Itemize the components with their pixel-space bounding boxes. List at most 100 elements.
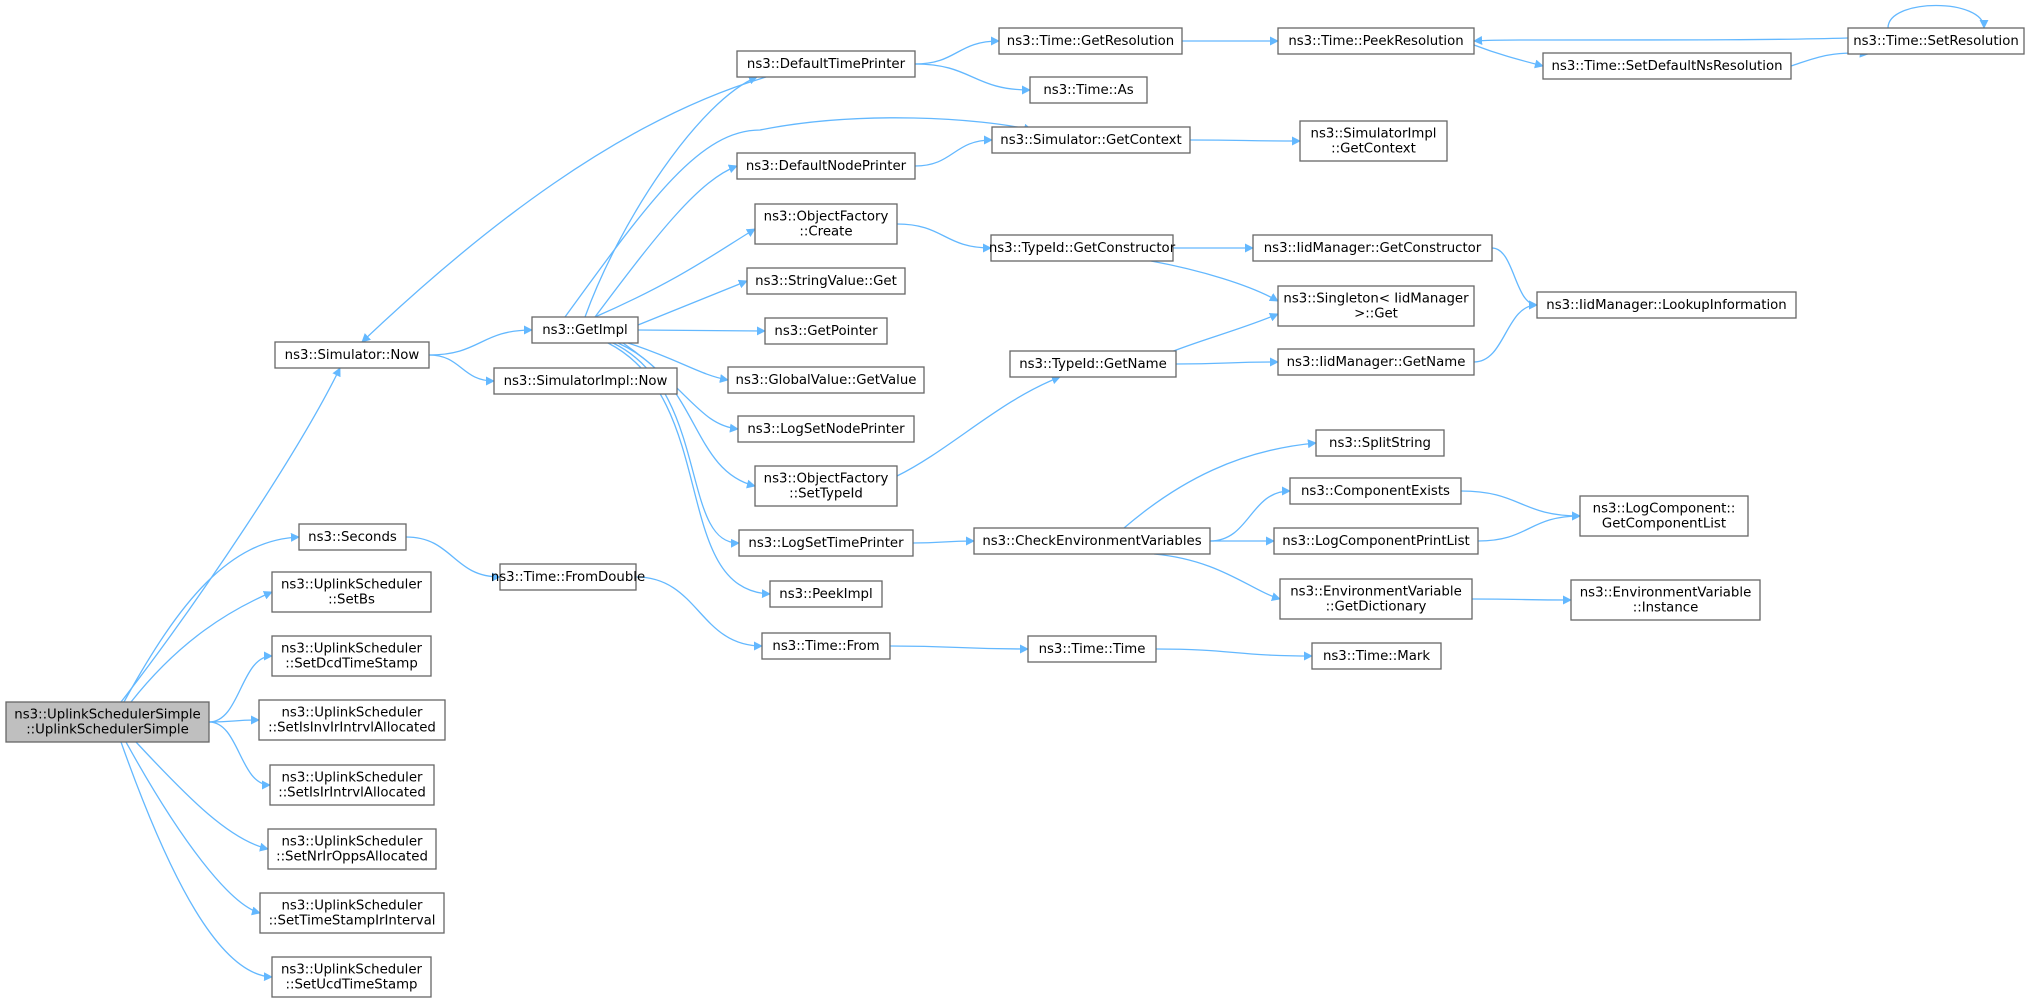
node-box <box>531 316 639 344</box>
node-iidGetName[interactable]: ns3::IidManager::GetName <box>1277 348 1475 376</box>
node-tidGetCtor[interactable]: ns3::TypeId::GetConstructor <box>989 234 1176 262</box>
node-getImpl[interactable]: ns3::GetImpl <box>531 316 639 344</box>
node-setBs[interactable]: ns3::UplinkScheduler::SetBs <box>271 571 432 613</box>
edge-root-to-setBs <box>130 591 273 703</box>
node-defTimePrinter[interactable]: ns3::DefaultTimePrinter <box>736 50 916 78</box>
node-checkEnv[interactable]: ns3::CheckEnvironmentVariables <box>973 527 1211 555</box>
node-label: ns3::GlobalValue::GetValue <box>736 373 917 388</box>
node-timeAs[interactable]: ns3::Time::As <box>1029 76 1148 104</box>
node-strGet[interactable]: ns3::StringValue::Get <box>746 267 906 295</box>
node-logSetTime[interactable]: ns3::LogSetTimePrinter <box>738 529 914 557</box>
node-label: ns3::GetPointer <box>774 324 878 339</box>
node-compExists[interactable]: ns3::ComponentExists <box>1289 477 1462 505</box>
node-box <box>1027 635 1157 663</box>
node-ofCreate[interactable]: ns3::ObjectFactory::Create <box>754 203 898 245</box>
node-label: ns3::UplinkScheduler <box>281 899 423 914</box>
edge-iidGetCtor-to-iidLookup <box>1491 247 1538 310</box>
node-label: ns3::DefaultNodePrinter <box>746 159 907 174</box>
node-label: ns3::TypeId::GetConstructor <box>989 241 1176 256</box>
node-label: ns3::Seconds <box>308 530 397 545</box>
edge-getImpl-to-defNodePrinter <box>594 164 738 318</box>
node-singleton[interactable]: ns3::Singleton< IidManager>::Get <box>1277 285 1475 327</box>
node-logCompGetList[interactable]: ns3::LogComponent::GetComponentList <box>1579 495 1749 537</box>
node-simImplGetCtx[interactable]: ns3::SimulatorImpl::GetContext <box>1299 120 1448 162</box>
node-label: ns3::UplinkScheduler <box>281 771 423 786</box>
node-logCompPrint[interactable]: ns3::LogComponentPrintList <box>1273 527 1479 555</box>
edge-root-to-seconds <box>123 532 300 703</box>
node-peekImpl[interactable]: ns3::PeekImpl <box>769 580 883 608</box>
node-label: ns3::IidManager::GetName <box>1287 355 1466 370</box>
node-label: ns3::EnvironmentVariable <box>1290 585 1462 600</box>
node-label: ns3::Time::SetDefaultNsResolution <box>1551 59 1782 74</box>
node-label: ns3::ComponentExists <box>1301 484 1450 499</box>
edge-setDefNs-to-setRes <box>1790 48 1869 67</box>
node-simNow[interactable]: ns3::Simulator::Now <box>274 341 430 369</box>
node-simImplNow[interactable]: ns3::SimulatorImpl::Now <box>493 367 678 395</box>
node-label: ns3::EnvironmentVariable <box>1580 586 1752 601</box>
node-getPointer[interactable]: ns3::GetPointer <box>764 317 888 345</box>
node-timeFrom[interactable]: ns3::Time::From <box>761 632 891 660</box>
node-box <box>499 563 637 591</box>
node-tidGetName[interactable]: ns3::TypeId::GetName <box>1009 350 1177 378</box>
node-setDefNs[interactable]: ns3::Time::SetDefaultNsResolution <box>1542 52 1792 80</box>
node-label: ::SetIsInvIrIntrvlAllocated <box>268 721 436 736</box>
node-label: ns3::UplinkScheduler <box>281 706 423 721</box>
node-box <box>973 527 1211 555</box>
node-box <box>1289 477 1462 505</box>
node-label: ns3::Time::FromDouble <box>491 570 645 585</box>
node-box <box>269 764 435 806</box>
node-ofSetTypeId[interactable]: ns3::ObjectFactory::SetTypeId <box>754 465 898 507</box>
node-fromDouble[interactable]: ns3::Time::FromDouble <box>491 563 645 591</box>
node-peekRes[interactable]: ns3::Time::PeekResolution <box>1277 27 1475 55</box>
node-setNrIr[interactable]: ns3::UplinkScheduler::SetNrIrOppsAllocat… <box>267 828 437 870</box>
node-timeMark[interactable]: ns3::Time::Mark <box>1311 642 1442 670</box>
node-getRes[interactable]: ns3::Time::GetResolution <box>998 27 1183 55</box>
edge-root-to-setNrIr <box>135 741 269 852</box>
edge-getImpl-to-simGetCtx <box>564 117 1033 318</box>
node-gvGet[interactable]: ns3::GlobalValue::GetValue <box>727 366 925 394</box>
edge-setRes-to-peekRes <box>1473 36 1849 45</box>
node-label: ns3::CheckEnvironmentVariables <box>982 534 1201 549</box>
node-box <box>1579 495 1749 537</box>
node-label: ns3::SimulatorImpl::Now <box>504 374 668 389</box>
node-box <box>271 571 432 613</box>
node-defNodePrinter[interactable]: ns3::DefaultNodePrinter <box>736 152 916 180</box>
node-logSetNode[interactable]: ns3::LogSetNodePrinter <box>737 415 915 443</box>
edge-defTimePrinter-to-simNow <box>361 76 767 343</box>
edge-getImpl-to-strGet <box>637 279 748 326</box>
edges-layer <box>120 4 1989 982</box>
node-iidLookup[interactable]: ns3::IidManager::LookupInformation <box>1536 291 1797 319</box>
node-root[interactable]: ns3::UplinkSchedulerSimple::UplinkSchedu… <box>5 701 210 743</box>
node-setTimeStamp[interactable]: ns3::UplinkScheduler::SetTimeStampIrInte… <box>259 892 445 934</box>
node-simGetCtx[interactable]: ns3::Simulator::GetContext <box>991 126 1191 154</box>
node-box <box>493 367 678 395</box>
edge-defNodePrinter-to-simGetCtx <box>914 135 993 167</box>
node-splitString[interactable]: ns3::SplitString <box>1315 429 1445 457</box>
node-iidGetCtor[interactable]: ns3::IidManager::GetConstructor <box>1252 234 1493 262</box>
node-setRes[interactable]: ns3::Time::SetResolution <box>1847 27 2025 55</box>
node-label: ns3::Singleton< IidManager <box>1283 292 1469 307</box>
node-setIsIr[interactable]: ns3::UplinkScheduler::SetIsIrIntrvlAlloc… <box>269 764 435 806</box>
node-box <box>1315 429 1445 457</box>
node-envGetDict[interactable]: ns3::EnvironmentVariable::GetDictionary <box>1279 578 1473 620</box>
edge-logSetTime-to-checkEnv <box>912 536 975 546</box>
node-setUcd[interactable]: ns3::UplinkScheduler::SetUcdTimeStamp <box>271 956 432 998</box>
node-label: ns3::Time::As <box>1043 83 1133 98</box>
node-box <box>1279 578 1473 620</box>
node-setDcd[interactable]: ns3::UplinkScheduler::SetDcdTimeStamp <box>271 635 432 677</box>
node-label: ns3::StringValue::Get <box>755 274 897 289</box>
node-box <box>1542 52 1792 80</box>
node-box <box>1277 348 1475 376</box>
node-box <box>267 828 437 870</box>
node-label: ns3::ObjectFactory <box>764 472 889 487</box>
node-label: ns3::PeekImpl <box>779 587 872 602</box>
node-label: ::GetContext <box>1331 142 1416 157</box>
node-envInstance[interactable]: ns3::EnvironmentVariable::Instance <box>1570 579 1761 621</box>
node-seconds[interactable]: ns3::Seconds <box>298 523 407 551</box>
node-label: ns3::Time::PeekResolution <box>1288 34 1463 49</box>
node-setIsInv[interactable]: ns3::UplinkScheduler::SetIsInvIrIntrvlAl… <box>258 699 446 741</box>
node-timeTime[interactable]: ns3::Time::Time <box>1027 635 1157 663</box>
node-label: ns3::ObjectFactory <box>764 210 889 225</box>
node-box <box>1029 76 1148 104</box>
